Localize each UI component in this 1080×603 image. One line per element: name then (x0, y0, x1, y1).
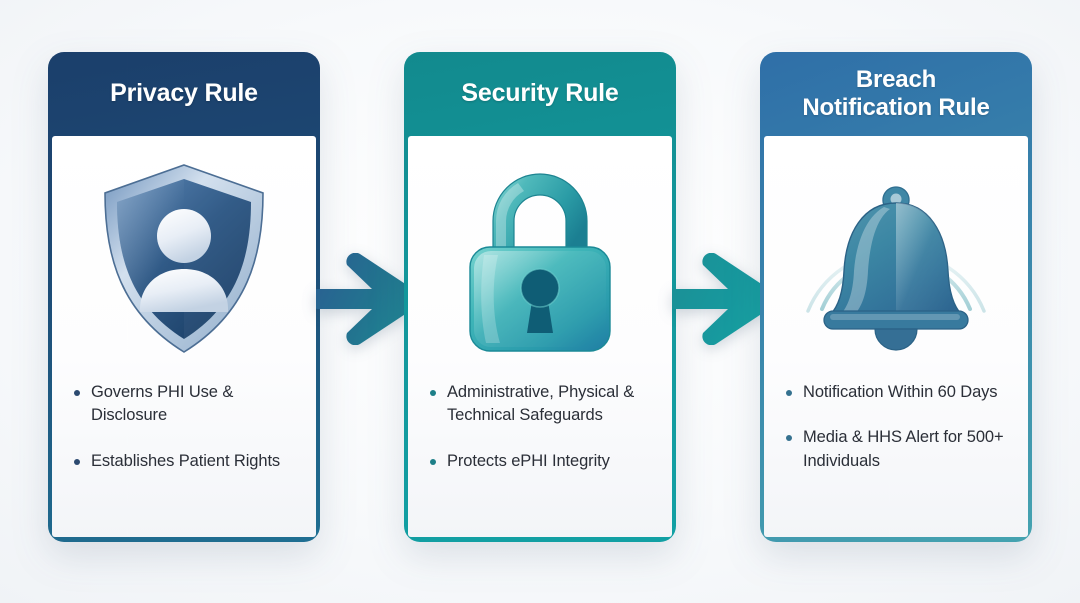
bullet-dot-icon (430, 458, 436, 465)
card-title-breach-notification-rule: Breach Notification Rule (802, 66, 989, 123)
icon-zone-breach-notification-rule (764, 136, 1028, 381)
bullet-text: Protects ePHI Integrity (447, 451, 610, 470)
card-header-security-rule: Security Rule (404, 52, 676, 136)
card-security-rule[interactable]: Security Rule (404, 52, 676, 542)
bullet-text: Establishes Patient Rights (91, 451, 281, 470)
bullet-item: Media & HHS Alert for 500+ Individuals (786, 426, 1010, 473)
right-arrow-icon (672, 253, 778, 345)
card-header-breach-notification-rule: Breach Notification Rule (760, 52, 1032, 136)
icon-zone-security-rule (408, 136, 672, 381)
bullet-item: Establishes Patient Rights (74, 450, 298, 473)
icon-zone-privacy-rule (52, 136, 316, 381)
bullet-item: Administrative, Physical & Technical Saf… (430, 381, 654, 428)
bullet-list-security-rule: Administrative, Physical & Technical Saf… (408, 381, 672, 537)
bullet-text: Notification Within 60 Days (803, 383, 998, 401)
card-breach-notification-rule[interactable]: Breach Notification Rule (760, 52, 1032, 542)
bullet-item: Notification Within 60 Days (786, 381, 1010, 404)
bullet-item: Protects ePHI Integrity (430, 450, 654, 473)
bullet-dot-icon (786, 435, 792, 442)
card-title-line-2: Notification Rule (802, 94, 990, 121)
card-body-security-rule: Administrative, Physical & Technical Saf… (408, 136, 672, 537)
bullet-dot-icon (430, 390, 436, 396)
card-title-line-1: Breach (855, 65, 937, 93)
shield-person-icon (104, 164, 264, 353)
bullet-list-privacy-rule: Governs PHI Use & Disclosure Establishes… (52, 381, 316, 537)
bullet-dot-icon (74, 458, 80, 465)
bullet-list-breach-notification-rule: Notification Within 60 Days Media & HHS … (764, 381, 1028, 537)
bullet-item: Governs PHI Use & Disclosure (74, 381, 298, 428)
arrow-security-to-breach (672, 253, 780, 345)
card-body-privacy-rule: Governs PHI Use & Disclosure Establishes… (52, 136, 316, 537)
card-privacy-rule[interactable]: Privacy Rule (48, 52, 320, 542)
card-body-breach-notification-rule: Notification Within 60 Days Media & HHS … (764, 136, 1028, 537)
bullet-text: Administrative, Physical & Technical Saf… (447, 383, 635, 425)
bullet-dot-icon (74, 390, 80, 396)
right-arrow-icon (316, 253, 422, 345)
bullet-text: Media & HHS Alert for 500+ Individuals (803, 428, 1004, 470)
arrow-privacy-to-security (316, 253, 424, 345)
bullet-dot-icon (786, 390, 792, 396)
padlock-icon (469, 172, 611, 352)
card-title-privacy-rule: Privacy Rule (110, 79, 258, 108)
card-title-security-rule: Security Rule (461, 79, 619, 108)
alert-bell-icon (806, 185, 986, 351)
bullet-text: Governs PHI Use & Disclosure (91, 383, 234, 425)
card-header-privacy-rule: Privacy Rule (48, 52, 320, 136)
